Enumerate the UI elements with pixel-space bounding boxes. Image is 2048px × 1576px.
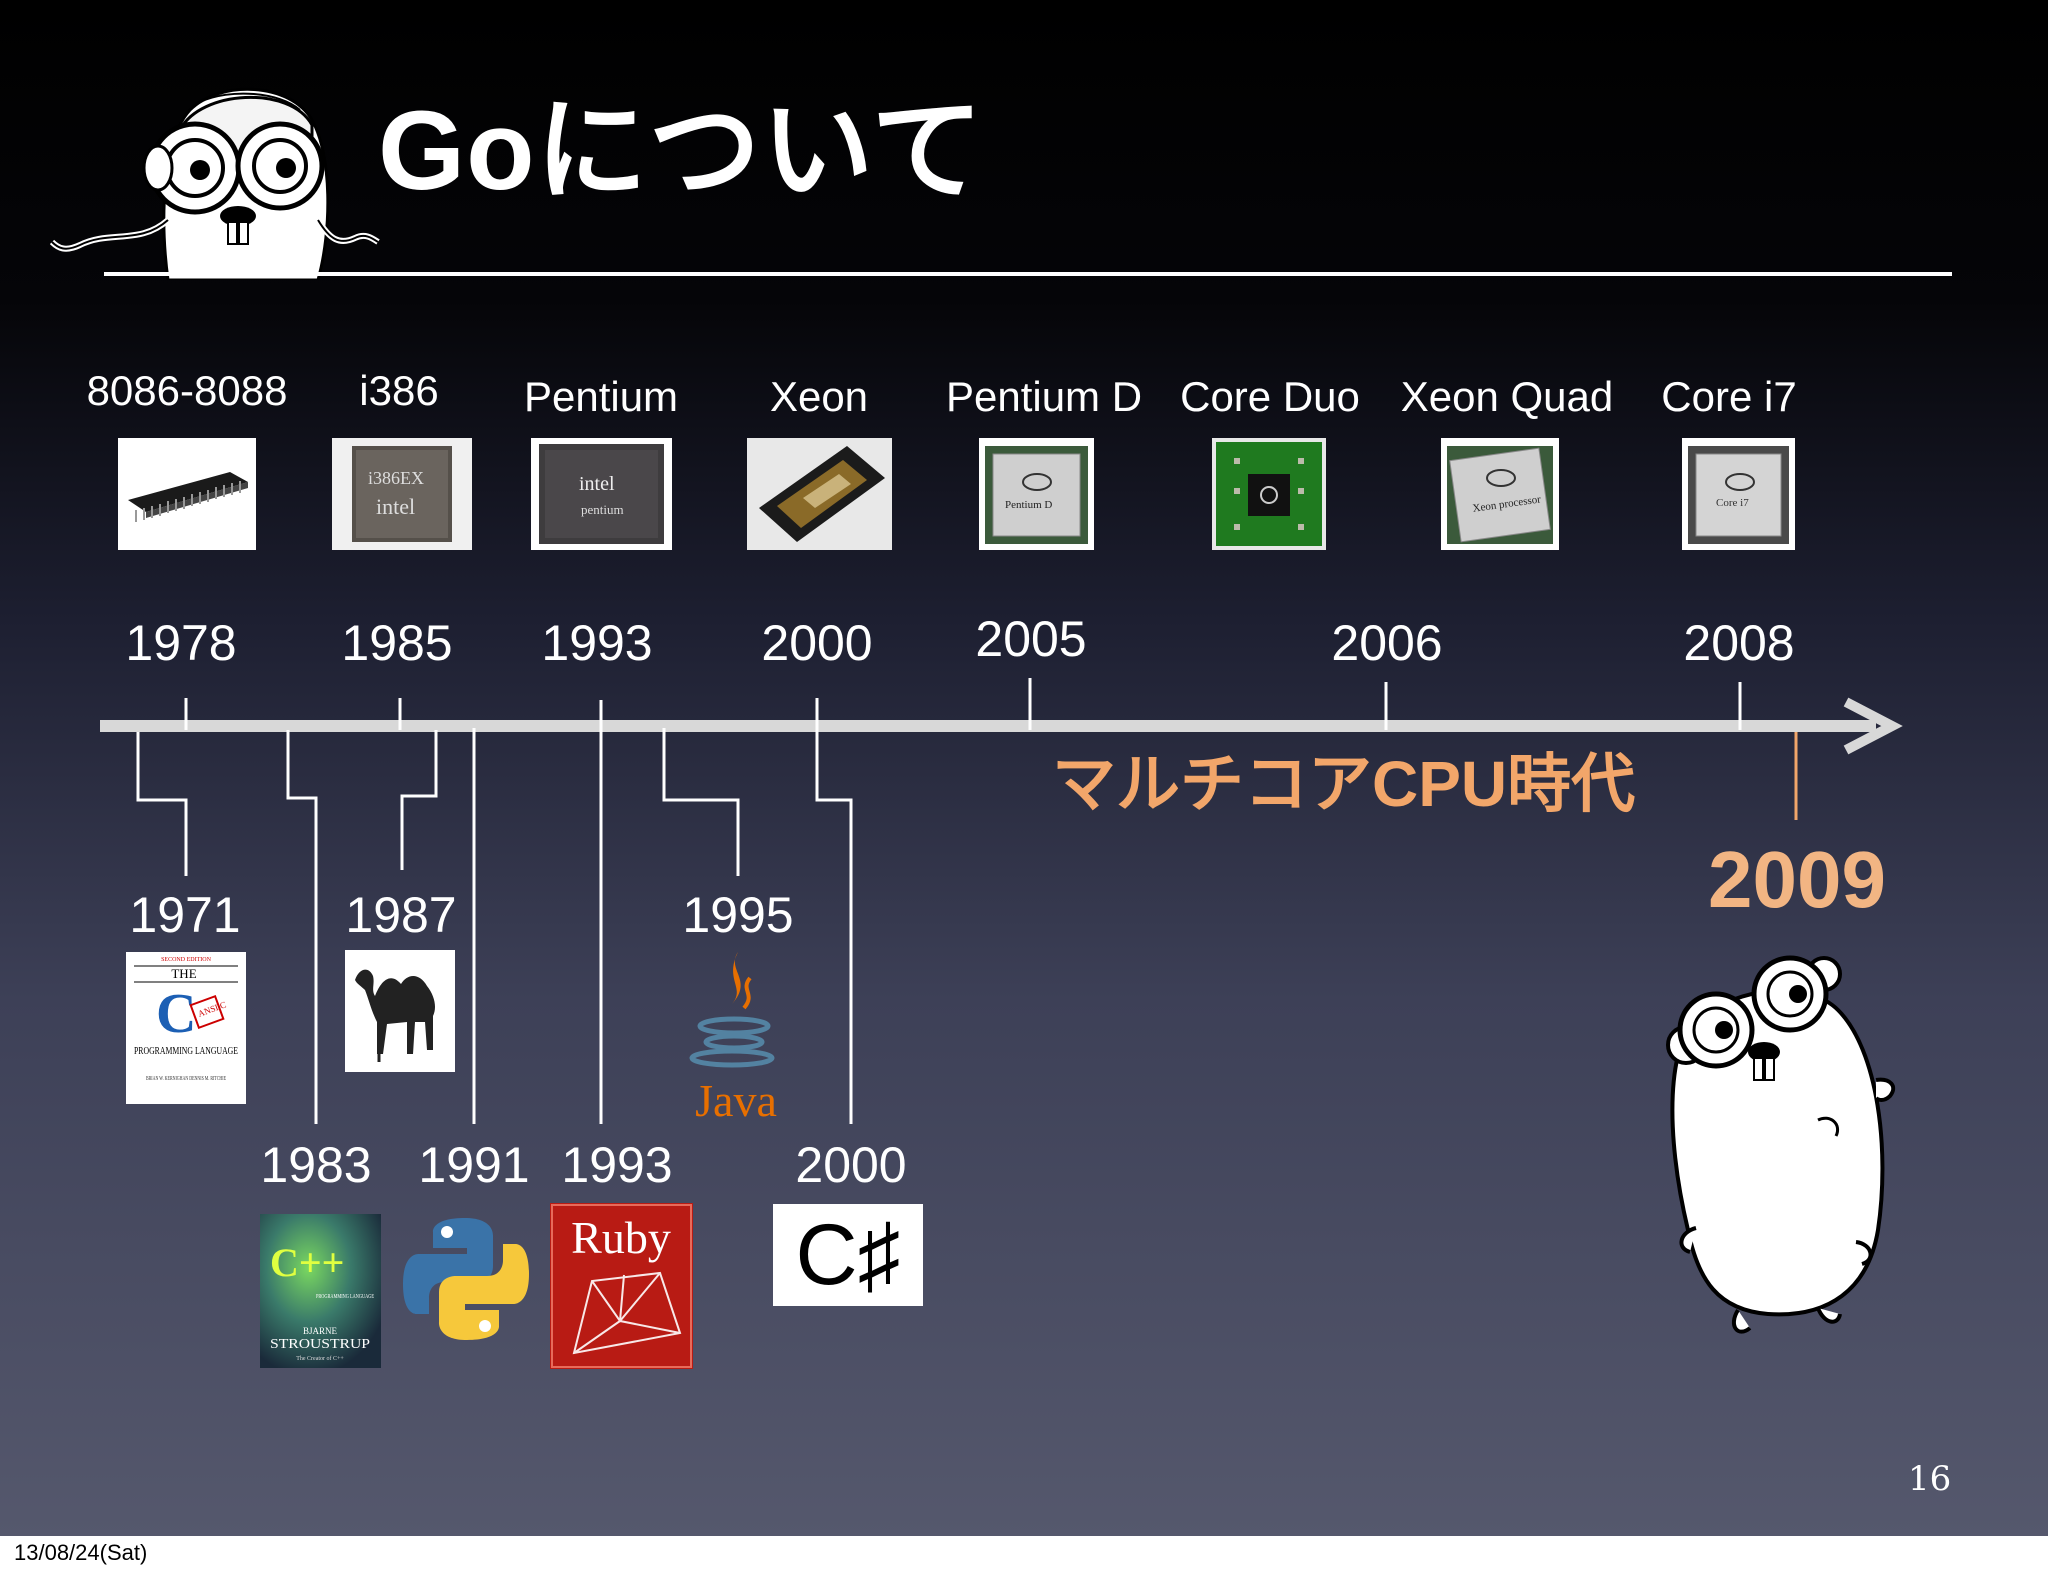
chip-xeon-image: [747, 438, 892, 550]
csharp-logo: C♯: [773, 1204, 923, 1306]
chip-pentium-d-image: Pentium D: [979, 438, 1094, 550]
chip-pentium-image: intel pentium: [531, 438, 672, 550]
timeline-ticks: [184, 678, 1742, 730]
slide-title: Goについて: [378, 88, 985, 213]
gopher-aviator-icon: [50, 87, 380, 280]
chip-8086-image: [118, 438, 256, 550]
svg-text:Ruby: Ruby: [571, 1212, 671, 1263]
slide: Goについて 8086-8088 i386 Pentium Xeon Penti…: [0, 0, 2048, 1536]
svg-text:The Creator of C++: The Creator of C++: [296, 1355, 344, 1362]
svg-text:SECOND EDITION: SECOND EDITION: [161, 957, 211, 963]
svg-text:BRIAN W. KERNIGHAN DENNIS M. R: BRIAN W. KERNIGHAN DENNIS M. RITCHIE: [146, 1076, 226, 1082]
timeline-axis: [100, 697, 1903, 755]
go-release-year: 2009: [1708, 835, 1886, 924]
svg-text:i386EX: i386EX: [368, 468, 424, 488]
perl-camel-logo: [345, 950, 455, 1072]
cpu-name-8086: 8086-8088: [86, 367, 288, 414]
gopher-mascot-icon: [1666, 955, 1896, 1334]
footer-date: 13/08/24(Sat): [14, 1540, 148, 1565]
svg-text:THE: THE: [171, 966, 196, 981]
chip-core-duo-image: [1212, 438, 1326, 550]
svg-text:PROGRAMMING LANGUAGE: PROGRAMMING LANGUAGE: [316, 1294, 374, 1300]
cpu-name-xeon: Xeon: [769, 373, 869, 420]
chip-core-i7-image: Core i7: [1682, 438, 1795, 550]
year-1983: 1983: [260, 1137, 372, 1193]
svg-text:Pentium D: Pentium D: [1005, 499, 1052, 511]
year-1987: 1987: [345, 887, 457, 943]
cpu-name-core-duo: Core Duo: [1180, 373, 1360, 420]
year-1978: 1978: [125, 615, 237, 671]
python-logo: [401, 1214, 531, 1344]
cpu-name-core-i7: Core i7: [1661, 373, 1797, 420]
svg-text:C++: C++: [270, 1240, 344, 1285]
year-2008: 2008: [1683, 615, 1795, 671]
year-2005: 2005: [975, 611, 1087, 667]
chip-i386-image: i386EX intel: [332, 438, 472, 550]
svg-text:intel: intel: [376, 494, 415, 519]
timeline-connectors: [136, 700, 853, 1124]
year-2006: 2006: [1331, 615, 1443, 671]
ruby-logo: Ruby: [550, 1203, 693, 1369]
multicore-era-label: マルチコアCPU時代: [1052, 748, 1636, 820]
year-2000-lang: 2000: [795, 1137, 907, 1193]
java-logo: Java: [686, 948, 786, 1128]
svg-text:intel: intel: [579, 473, 615, 495]
year-1993-cpu: 1993: [541, 615, 653, 671]
cpu-name-pentium-d: Pentium D: [945, 373, 1143, 420]
svg-text:C: C: [156, 983, 196, 1045]
year-1991: 1991: [418, 1137, 530, 1193]
chip-xeon-quad-image: Xeon processor: [1441, 438, 1559, 550]
year-1985: 1985: [341, 615, 453, 671]
page-number: 16: [1908, 1459, 1952, 1499]
title-underline: [104, 272, 1952, 276]
year-2000-cpu: 2000: [761, 615, 873, 671]
svg-text:pentium: pentium: [581, 502, 624, 517]
svg-text:STROUSTRUP: STROUSTRUP: [270, 1337, 370, 1352]
timeline: [100, 678, 1903, 1124]
svg-text:BJARNE: BJARNE: [303, 1326, 338, 1336]
svg-text:Java: Java: [695, 1075, 777, 1126]
cpu-name-pentium: Pentium: [523, 373, 679, 420]
svg-text:PROGRAMMING LANGUAGE: PROGRAMMING LANGUAGE: [134, 1046, 238, 1057]
svg-text:Core i7: Core i7: [1716, 497, 1749, 509]
year-1995: 1995: [682, 887, 794, 943]
year-1993-lang: 1993: [561, 1137, 673, 1193]
cpu-name-xeon-quad: Xeon Quad: [1400, 373, 1614, 420]
cpu-name-i386: i386: [359, 367, 439, 414]
cpp-book-logo: C++ PROGRAMMING LANGUAGE BJARNE STROUSTR…: [260, 1214, 381, 1368]
c-book-logo: SECOND EDITION THE C ANSI C PROGRAMMING …: [126, 952, 246, 1104]
year-1971: 1971: [129, 887, 241, 943]
